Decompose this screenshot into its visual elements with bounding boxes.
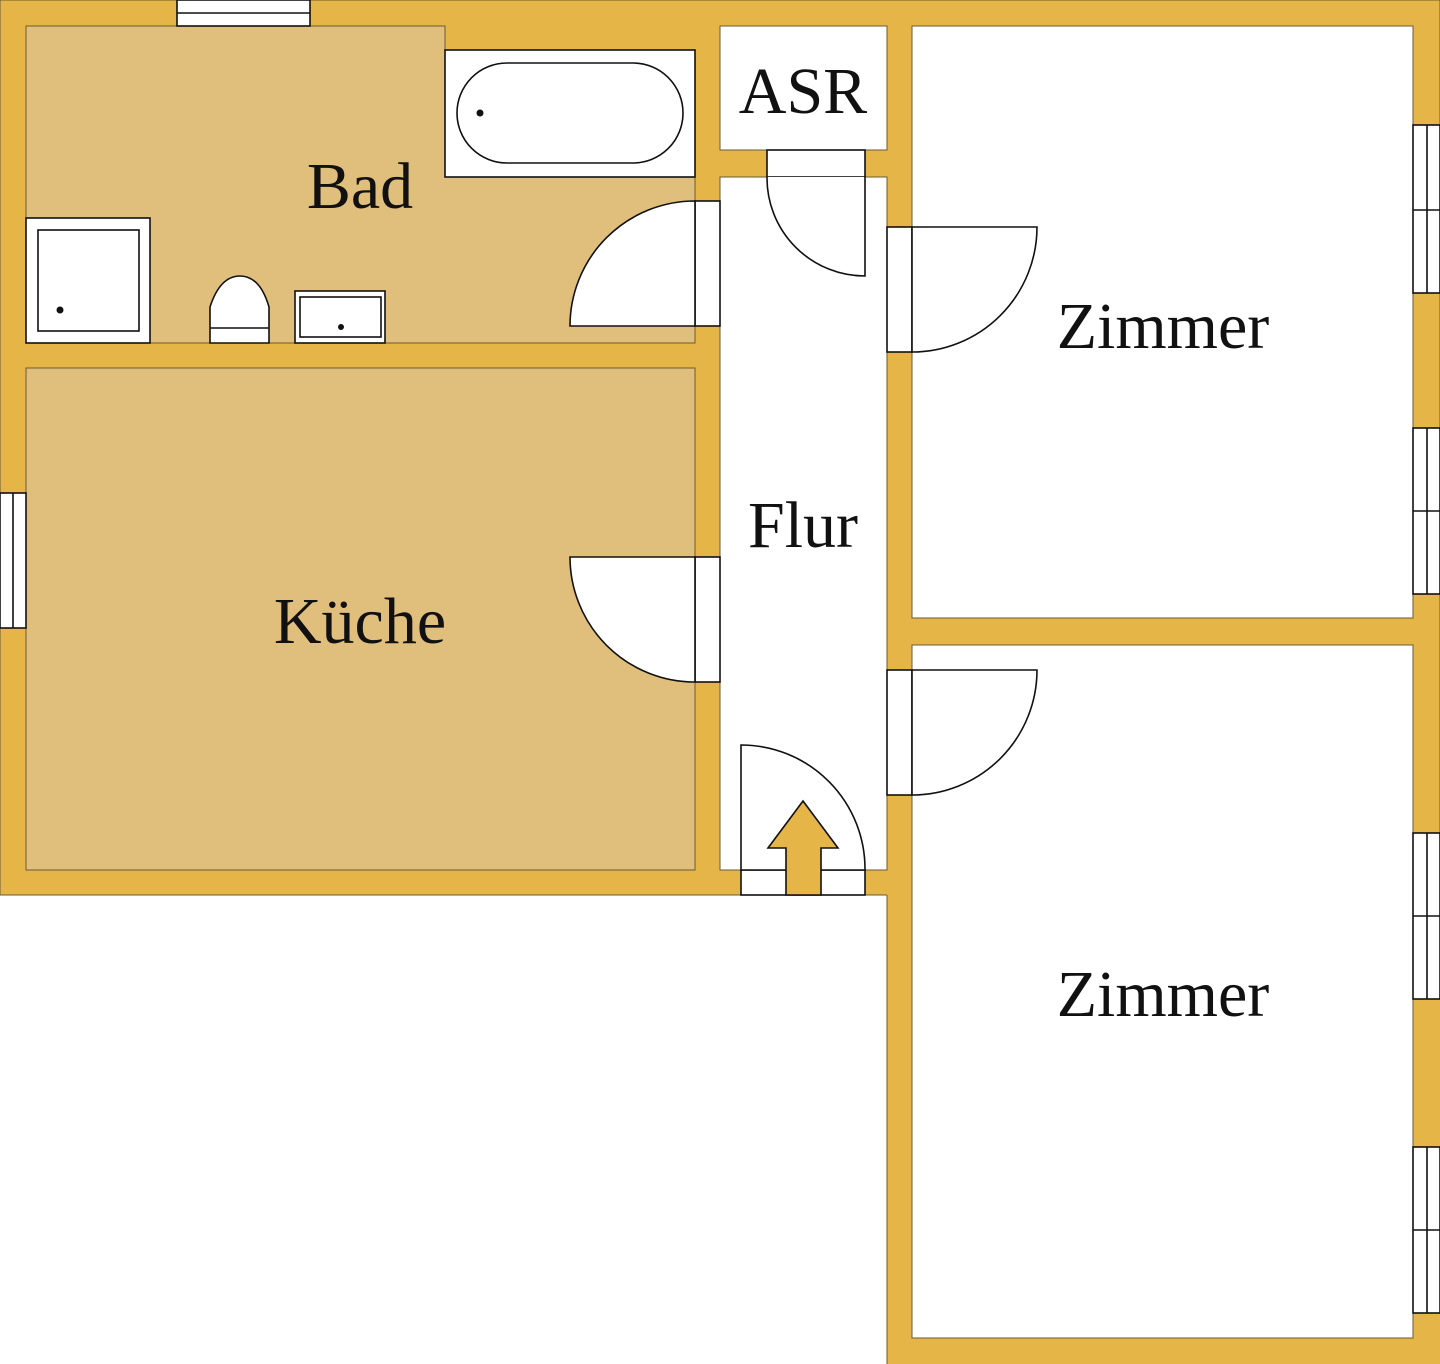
toilet (209, 275, 270, 344)
room-top (911, 25, 1414, 619)
room-storage (719, 25, 888, 151)
door-storage (766, 149, 866, 277)
label-storage: ASR (739, 55, 867, 128)
window-room-bottom-1 (1412, 832, 1440, 1000)
label-room-bottom: Zimmer (1057, 958, 1270, 1031)
windows (0, 0, 1440, 1314)
window-room-bottom-2 (1412, 1146, 1440, 1314)
door-entrance (740, 744, 866, 896)
bathtub (444, 49, 696, 178)
door-bath (569, 200, 721, 327)
door-kitchen (569, 556, 721, 683)
shower (25, 217, 151, 344)
label-room-top: Zimmer (1057, 290, 1270, 363)
label-bath: Bad (307, 150, 413, 223)
label-hallway: Flur (748, 489, 858, 562)
label-kitchen: Küche (274, 585, 446, 658)
entrance-arrow-icon (766, 799, 840, 896)
window-room-top-2 (1412, 427, 1440, 595)
door-room-top (886, 226, 1038, 353)
sink (294, 290, 386, 344)
door-room-bottom (886, 669, 1038, 796)
window-bath (176, 0, 311, 27)
window-room-top-1 (1412, 124, 1440, 294)
window-kitchen (0, 492, 27, 629)
